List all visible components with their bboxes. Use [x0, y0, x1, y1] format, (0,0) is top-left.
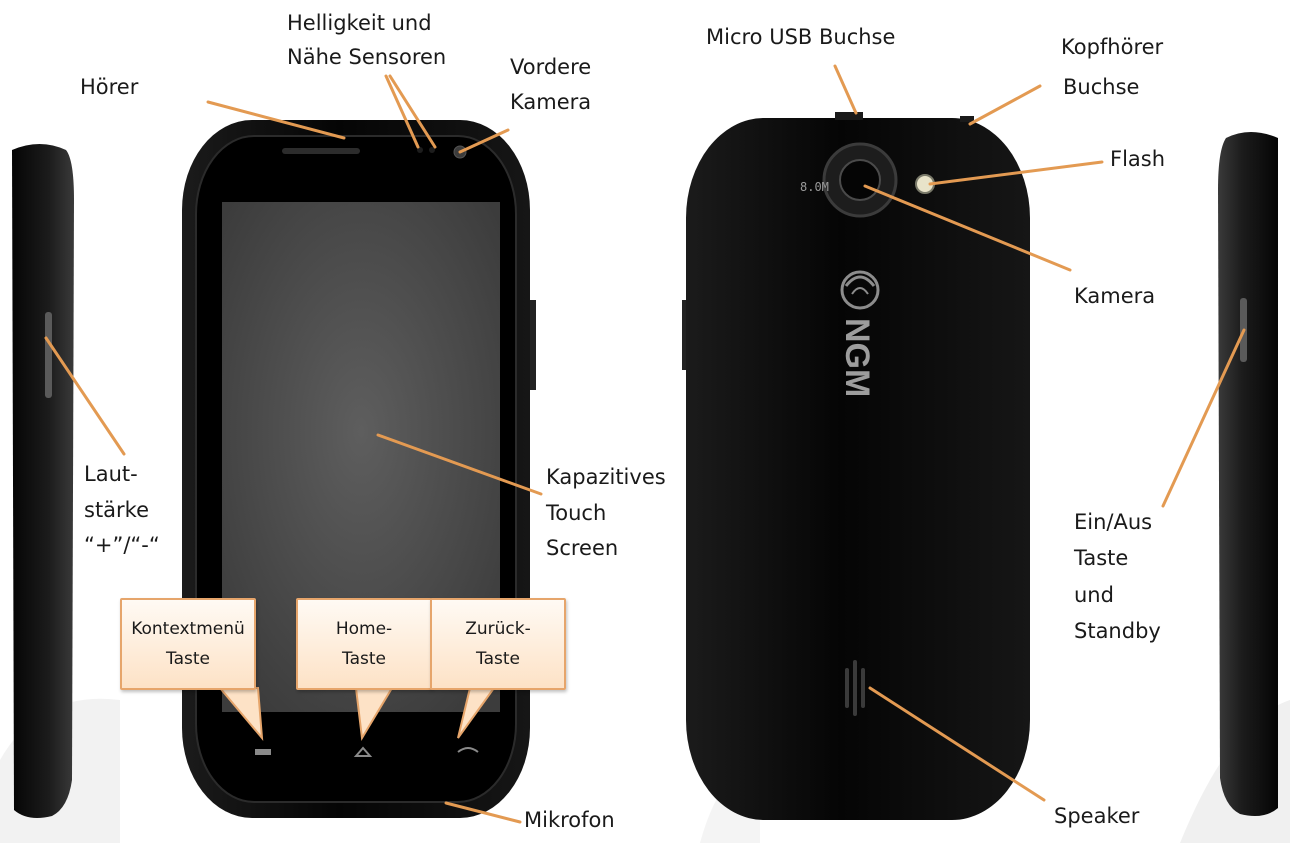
headphone-port — [960, 116, 974, 122]
leader-sensor-2 — [388, 74, 437, 149]
label-front-camera-line1: Vordere — [510, 55, 592, 79]
callout-tail-home — [354, 687, 394, 742]
leader-volume — [44, 336, 126, 456]
label-speaker: Speaker — [1054, 804, 1140, 828]
callout-context-line2: Taste — [166, 649, 210, 669]
label-power-line3: und — [1074, 583, 1114, 607]
leader-hoerer — [206, 100, 346, 140]
label-headphone-line1: Kopfhörer — [1061, 35, 1164, 59]
label-mikrofon: Mikrofon — [524, 808, 615, 832]
speaker-slot — [845, 668, 849, 708]
callout-back-line2: Taste — [476, 649, 520, 669]
leader-front-camera — [458, 128, 510, 154]
callout-back-line1: Zurück- — [465, 619, 531, 639]
label-kamera: Kamera — [1074, 284, 1156, 308]
label-power-line1: Ein/Aus — [1074, 510, 1153, 534]
earpiece — [282, 148, 360, 154]
speaker-slot — [853, 660, 857, 716]
label-hoerer: Hörer — [80, 75, 139, 99]
callout-context-line1: Kontextmenü — [131, 619, 245, 639]
leader-kamera — [863, 184, 1072, 272]
menu-key-glyph — [255, 749, 271, 755]
label-micro-usb: Micro USB Buchse — [706, 25, 896, 49]
label-headphone-line2: Buchse — [1063, 75, 1140, 99]
callout-home-key: Home- Taste — [296, 598, 432, 690]
usb-port — [835, 112, 863, 120]
callout-back-key: Zurück- Taste — [430, 598, 566, 690]
label-volume-line1: Laut- — [84, 462, 138, 486]
label-touch-line2: Touch — [546, 501, 607, 525]
label-sensors-line1: Helligkeit und — [287, 11, 432, 35]
leader-speaker — [868, 686, 1046, 802]
leader-power — [1161, 328, 1246, 508]
brand-emblem — [840, 270, 880, 310]
back-key-glyph — [457, 747, 479, 753]
leader-touchscreen — [376, 433, 543, 496]
callout-tail-kontext — [217, 687, 264, 742]
callout-context-menu-key: Kontextmenü Taste — [120, 598, 256, 690]
home-key-glyph — [353, 746, 373, 757]
volume-rocker — [45, 312, 52, 398]
label-volume-line2: stärke — [84, 498, 150, 522]
label-front-camera-line2: Kamera — [510, 90, 592, 114]
leader-flash — [928, 160, 1104, 186]
brand-text: NGM — [838, 318, 876, 397]
leader-lines — [44, 64, 1246, 824]
label-volume-line3: “+”/“-“ — [84, 533, 160, 557]
callout-home-line1: Home- — [335, 619, 393, 639]
label-touch-line1: Kapazitives — [546, 465, 666, 489]
label-power-line4: Standby — [1074, 619, 1161, 643]
label-flash: Flash — [1110, 147, 1166, 171]
speaker-slot — [861, 668, 865, 708]
leader-usb — [833, 64, 858, 115]
label-touch-line3: Screen — [546, 536, 619, 560]
leader-headphone — [968, 84, 1042, 126]
camera-badge: 8.0M — [800, 180, 829, 194]
callout-home-line2: Taste — [342, 649, 386, 669]
back-phone: 8.0M NGM — [682, 112, 1030, 820]
leader-mikrofon — [444, 801, 522, 824]
leader-sensor-1 — [384, 74, 420, 149]
label-sensors-line2: Nähe Sensoren — [287, 45, 447, 69]
rear-camera-lens — [839, 159, 881, 201]
label-power-line2: Taste — [1074, 546, 1129, 570]
callout-tail-zurueck — [457, 687, 496, 739]
left-side-view — [12, 144, 74, 818]
